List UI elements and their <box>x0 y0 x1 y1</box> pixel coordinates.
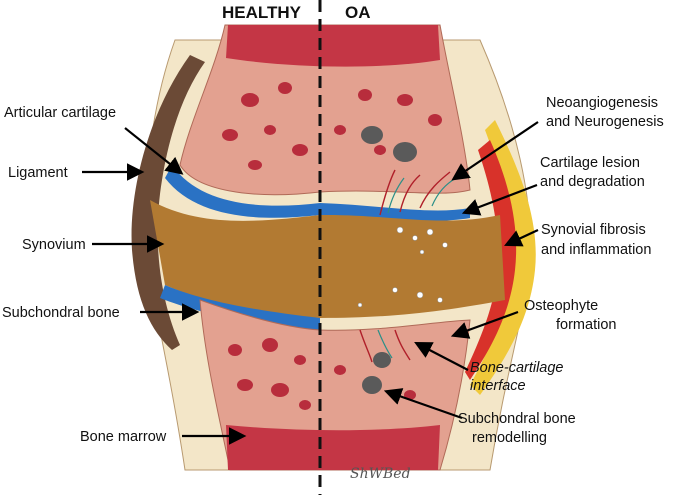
label-synovium: Synovium <box>22 237 86 253</box>
label-cartilage-lesion-1: Cartilage lesion <box>540 155 640 171</box>
label-neoangiogenesis-1: Neoangiogenesis <box>546 95 658 111</box>
label-bone-cartilage-interface-2: interface <box>470 378 526 394</box>
arrow-neoangiogenesis <box>451 121 539 181</box>
label-synovial-fibrosis-1: Synovial fibrosis <box>541 222 646 238</box>
label-bone-cartilage-interface-1: Bone-cartilage <box>470 360 564 376</box>
arrow-articular-cartilage <box>124 127 184 175</box>
arrow-cartilage-lesion <box>461 183 538 216</box>
label-synovial-fibrosis-2: and inflammation <box>541 242 651 258</box>
label-cartilage-lesion-2: and degradation <box>540 174 645 190</box>
label-osteophyte-1: Osteophyte <box>524 298 598 314</box>
marrow-spots-lower <box>228 338 416 410</box>
neovessels <box>359 169 451 363</box>
joint-space <box>150 200 505 318</box>
cartilage-lower <box>160 285 320 330</box>
label-subchondral-bone: Subchondral bone <box>2 305 120 321</box>
label-ligament: Ligament <box>8 165 68 181</box>
label-bone-marrow: Bone marrow <box>80 429 167 445</box>
arrow-subchondral-remodelling <box>383 388 463 420</box>
label-articular-cartilage: Articular cartilage <box>4 105 116 121</box>
upper-marrow <box>226 25 440 67</box>
cartilage-fragments <box>357 226 448 308</box>
arrow-osteophyte <box>450 310 519 339</box>
label-neoangiogenesis-2: and Neurogenesis <box>546 114 664 130</box>
arrow-synovial-fibrosis <box>504 229 539 247</box>
signature: ShWBed <box>350 466 411 482</box>
label-subchondral-remodelling-1: Subchondral bone <box>458 411 576 427</box>
cartilage-upper <box>165 165 320 218</box>
sclerotic-lesions <box>361 126 417 394</box>
lower-marrow <box>226 425 440 470</box>
label-subchondral-remodelling-2: remodelling <box>472 430 547 446</box>
label-osteophyte-2: formation <box>556 317 616 333</box>
header-healthy: HEALTHY <box>222 3 302 22</box>
header-oa: OA <box>345 3 371 22</box>
joint-illustration <box>131 24 536 471</box>
arrow-bone-cartilage-interface <box>414 341 469 371</box>
inflamed-synovium-red <box>465 140 517 380</box>
inflamed-synovium <box>470 120 536 395</box>
ligament-left <box>131 55 205 350</box>
marrow-spots-upper <box>222 82 442 170</box>
